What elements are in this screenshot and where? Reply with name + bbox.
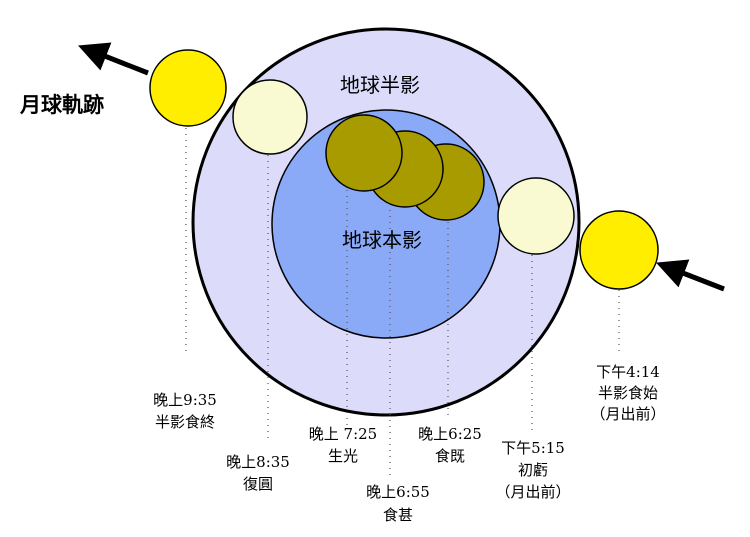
moon-last-contact (232, 79, 308, 155)
event-total-begin: 晚上6:25 食既 (418, 425, 482, 465)
event-first-contact: 下午5:15 初虧 （月出前） (495, 439, 570, 501)
event-total-end: 晚上 7:25 生光 (309, 425, 377, 465)
svg-text:下午4:14: 下午4:14 (596, 363, 660, 381)
svg-text:晚上 7:25: 晚上 7:25 (309, 425, 377, 443)
moon-first-contact (497, 177, 575, 255)
moon-start (579, 210, 659, 290)
svg-text:晚上6:55: 晚上6:55 (366, 483, 430, 501)
svg-text:下午5:15: 下午5:15 (501, 439, 565, 457)
svg-text:食既: 食既 (435, 447, 465, 465)
umbra-label: 地球本影 (342, 228, 422, 252)
svg-text:食甚: 食甚 (383, 506, 413, 524)
arrow-exit-icon (78, 42, 149, 76)
moon-eclipsed-1 (325, 114, 403, 192)
svg-text:晚上9:35: 晚上9:35 (153, 391, 217, 409)
event-greatest: 晚上6:55 食甚 (366, 483, 430, 524)
penumbra-label: 地球半影 (340, 73, 420, 97)
svg-text:（月出前）: （月出前） (590, 405, 665, 423)
event-last-contact: 晚上8:35 復圓 (226, 453, 290, 493)
event-penumbral-end: 晚上9:35 半影食終 (153, 391, 217, 431)
svg-text:生光: 生光 (328, 447, 358, 465)
svg-text:半影食終: 半影食終 (155, 413, 215, 431)
svg-text:半影食始: 半影食始 (598, 384, 658, 402)
moon-end (149, 49, 227, 127)
svg-text:初虧: 初虧 (518, 461, 548, 479)
event-penumbral-start: 下午4:14 半影食始 （月出前） (590, 363, 665, 423)
svg-text:晚上8:35: 晚上8:35 (226, 453, 290, 471)
svg-text:復圓: 復圓 (243, 475, 273, 493)
svg-text:（月出前）: （月出前） (495, 483, 570, 501)
svg-text:晚上6:25: 晚上6:25 (418, 425, 482, 443)
moon-path-title: 月球軌跡 (19, 93, 104, 117)
arrow-entry-icon (656, 259, 725, 292)
